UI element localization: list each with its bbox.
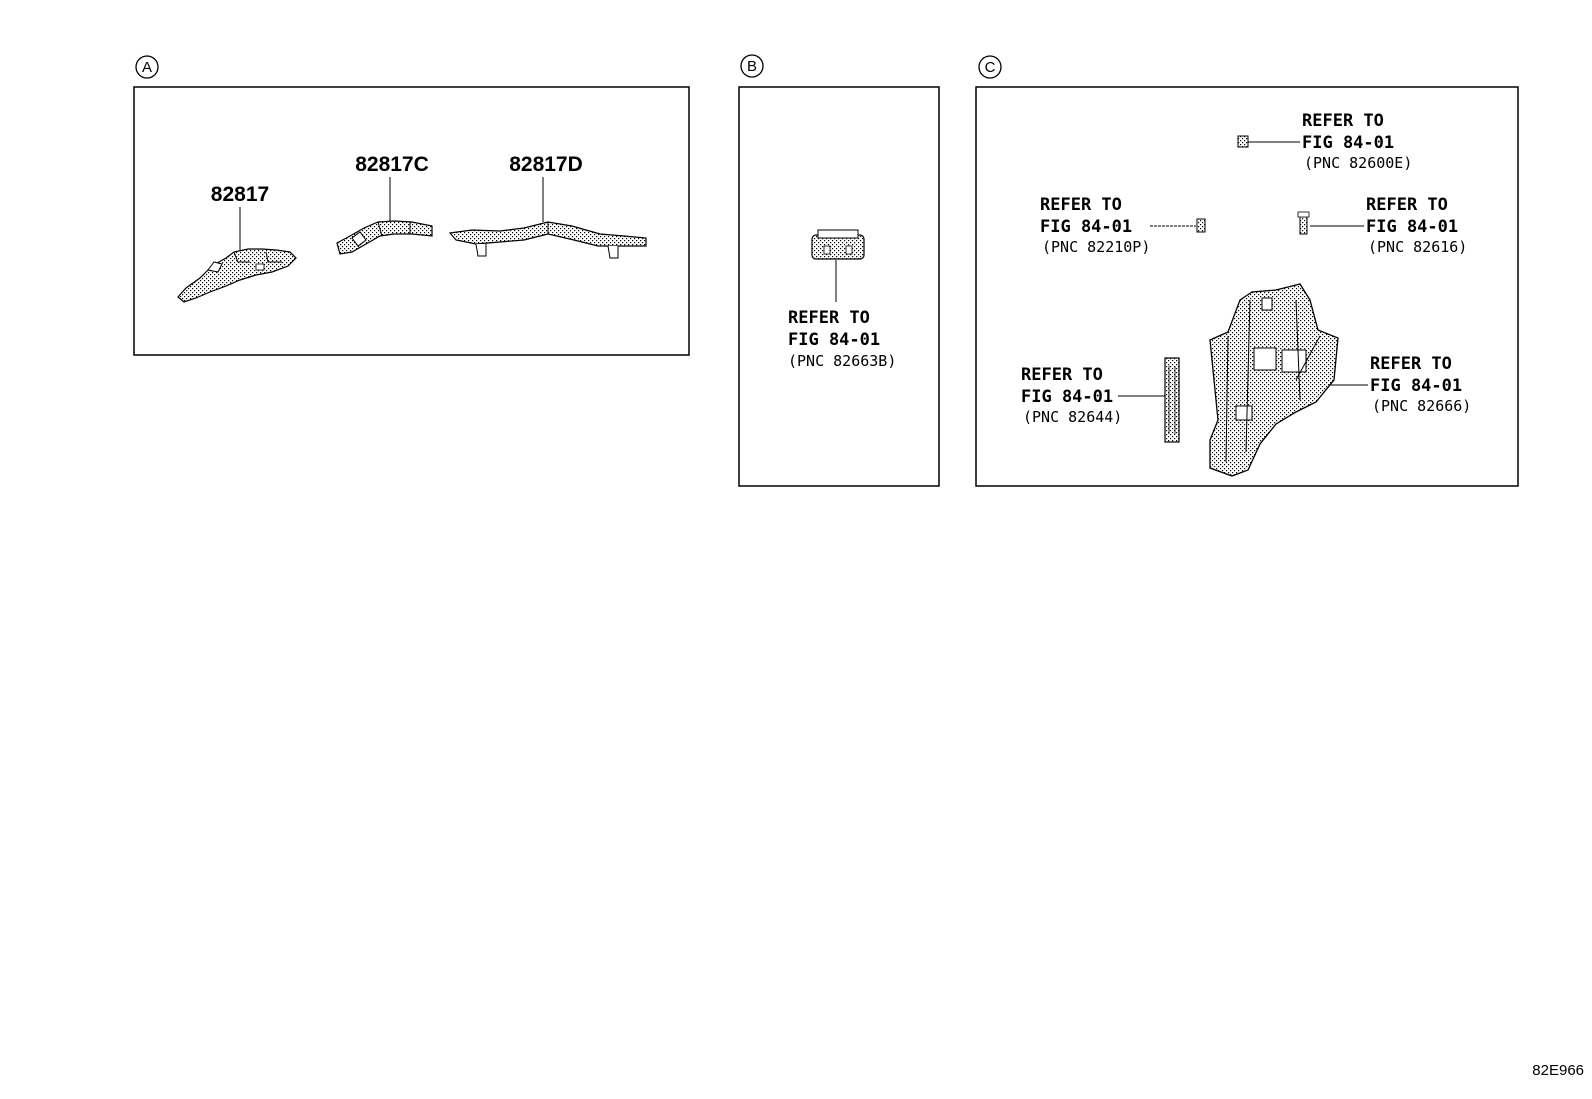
ref-82663b-pnc: (PNC 82663B) bbox=[788, 352, 896, 370]
panel-c-letter: C bbox=[985, 59, 996, 76]
panel-c-frame bbox=[975, 86, 1519, 487]
part-label-82817: 82817 bbox=[211, 183, 269, 206]
relay-82210p-drawing bbox=[1196, 218, 1206, 233]
ref-82663b-line2: FIG 84-01 bbox=[788, 330, 880, 350]
fuse-82616-drawing bbox=[1297, 211, 1310, 235]
panel-b-letter: B bbox=[747, 58, 757, 75]
panel-a-letter: A bbox=[142, 59, 152, 76]
ref-82666-line2: FIG 84-01 bbox=[1370, 376, 1462, 396]
ref-82616-pnc: (PNC 82616) bbox=[1368, 238, 1467, 256]
ref-82644-pnc: (PNC 82644) bbox=[1023, 408, 1122, 426]
ref-82210p-line2: FIG 84-01 bbox=[1040, 217, 1132, 237]
bracket-82817c-drawing bbox=[336, 220, 433, 255]
part-label-82817c: 82817C bbox=[355, 153, 429, 176]
ref-82666-line1: REFER TO bbox=[1370, 354, 1452, 374]
panel-a-circle bbox=[135, 55, 159, 79]
panel-a: A 82817 82817C 82817D bbox=[133, 55, 690, 356]
ref-82600e-line1: REFER TO bbox=[1302, 111, 1384, 131]
ref-82644-line2: FIG 84-01 bbox=[1021, 387, 1113, 407]
panel-b-frame bbox=[738, 86, 940, 487]
ref-82210p-line1: REFER TO bbox=[1040, 195, 1122, 215]
connector-82663b-drawing bbox=[811, 229, 865, 260]
ref-82666-pnc: (PNC 82666) bbox=[1372, 397, 1471, 415]
fuse-block-82644-drawing bbox=[1164, 357, 1180, 443]
ref-82600e-pnc: (PNC 82600E) bbox=[1304, 154, 1412, 172]
ref-82210p-pnc: (PNC 82210P) bbox=[1042, 238, 1150, 256]
bracket-82817-drawing bbox=[177, 248, 297, 303]
panel-c-circle bbox=[978, 55, 1002, 79]
ref-82663b-line1: REFER TO bbox=[788, 308, 870, 328]
panel-b: B REFER TO FIG 84-01 (PNC 82663B) bbox=[738, 54, 940, 487]
fuse-82600e-drawing bbox=[1237, 135, 1249, 148]
ref-82616-line2: FIG 84-01 bbox=[1366, 217, 1458, 237]
relay-block-82666-drawing bbox=[1209, 283, 1339, 477]
panel-a-frame bbox=[133, 86, 690, 356]
part-label-82817d: 82817D bbox=[509, 153, 583, 176]
panel-c: C REFER TO FIG 84-01 (PNC 82600E) REFER … bbox=[975, 55, 1519, 487]
figure-code: 82E966 bbox=[1532, 1062, 1584, 1079]
ref-82644-line1: REFER TO bbox=[1021, 365, 1103, 385]
ref-82600e-line2: FIG 84-01 bbox=[1302, 133, 1394, 153]
ref-82616-line1: REFER TO bbox=[1366, 195, 1448, 215]
panel-b-circle bbox=[740, 54, 764, 78]
bracket-82817d-drawing bbox=[448, 221, 647, 259]
